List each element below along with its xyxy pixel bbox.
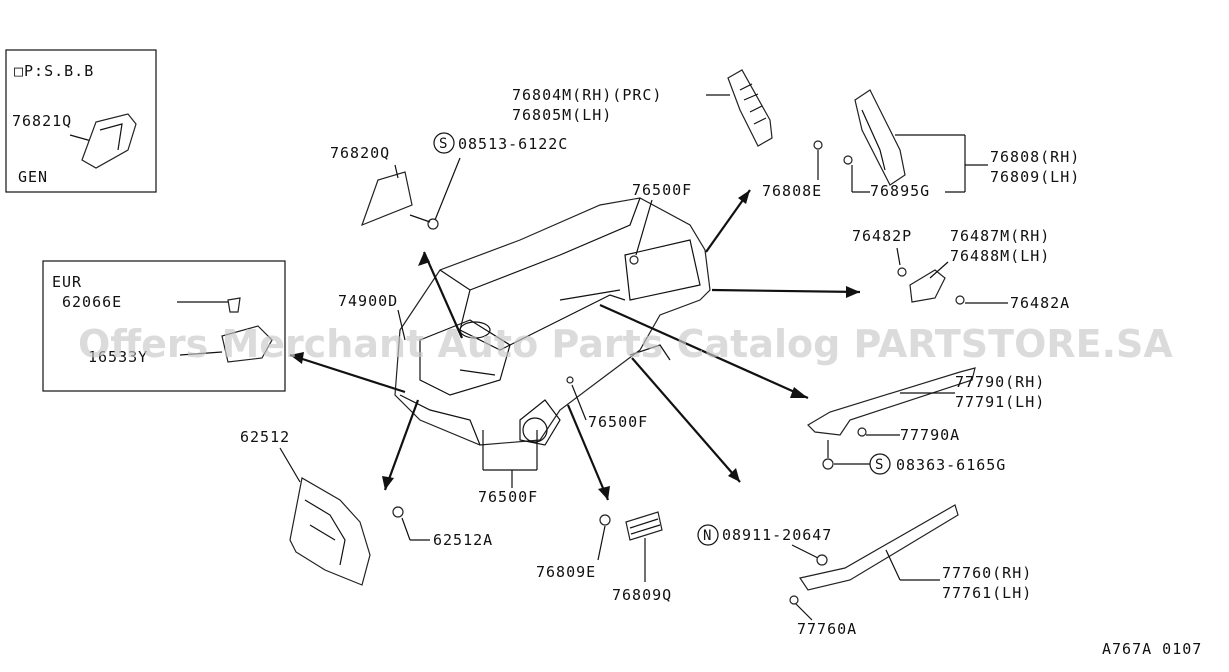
part-label-76820q[interactable]: 76820Q [330,144,390,162]
part-label-16533y[interactable]: 16533Y [88,348,148,366]
trim-panel-icon [727,69,773,147]
part-label-76482p[interactable]: 76482P [852,227,912,245]
part-label-76488m[interactable]: 76488M(LH) [950,247,1050,265]
clip-icon-76809e [599,514,611,526]
part-label-76805m[interactable]: 76805M(LH) [512,106,612,124]
inset-box-eur: EUR 62066E 16533Y [42,260,286,392]
inset-psbb-title: □P:S.B.B [14,62,94,80]
part-77790-group: 77790(RH) 77791(LH) 77790A S 08363-6165G [807,367,1045,475]
clip-icon-76482p [897,267,907,277]
part-label-76487m[interactable]: 76487M(RH) [950,227,1050,245]
clip-icon-mid [566,376,574,384]
part-label-76809e[interactable]: 76809E [536,563,596,581]
clip-icon-77760a [789,595,799,605]
watermark: Offers Merchant Auto Parts Catalog PARTS… [78,322,1173,366]
symbol-s-text: S [439,136,447,152]
part-label-76809[interactable]: 76809(LH) [990,168,1080,186]
part-label-76500f-mid[interactable]: 76500F [588,413,648,431]
rear-trim-icon [854,89,906,186]
mud-guard-icon [289,477,371,586]
part-label-76804m[interactable]: 76804M(RH)(PRC) [512,86,662,104]
symbol-n-08911 [697,524,719,546]
part-label-76895g[interactable]: 76895G [870,182,930,200]
part-label-76482a[interactable]: 76482A [1010,294,1070,312]
part-label-77760[interactable]: 77760(RH) [942,564,1032,582]
seal-icon [221,325,273,363]
symbol-s-text-2: S [875,457,883,473]
part-label-77790[interactable]: 77790(RH) [955,373,1045,391]
part-label-76500f-top[interactable]: 76500F [632,181,692,199]
part-label-76500f-bot[interactable]: 76500F [478,488,538,506]
symbol-s-08513 [433,132,455,154]
part-label-62512[interactable]: 62512 [240,428,290,446]
part-label-76808[interactable]: 76808(RH) [990,148,1080,166]
figure-code: A767A 0107 [1102,640,1202,658]
callout-arrows [289,189,861,501]
step-cover-icon [909,269,946,303]
clip-icon-77790a [857,427,867,437]
part-76804m-group: 76804M(RH)(PRC) 76805M(LH) [512,69,773,147]
part-label-77791[interactable]: 77791(LH) [955,393,1045,411]
part-label-76821q[interactable]: 76821Q [12,112,72,130]
part-77760-group: N 08911-20647 77760(RH) 77761(LH) 77760A [697,504,1032,638]
clip-icon-76482a [955,295,965,305]
part-label-74900d[interactable]: 74900D [338,292,398,310]
part-62512-group: 62512 62512A [240,428,493,586]
part-label-77760a[interactable]: 77760A [797,620,857,638]
screw-icon-62512a [392,506,404,518]
side-step-icon [807,367,976,436]
part-label-76809q[interactable]: 76809Q [612,586,672,604]
clip-icon [227,297,241,313]
part-label-08513[interactable]: 08513-6122C [458,135,568,153]
side-cover-icon [360,171,413,227]
clip-icon-76808e [813,140,823,150]
screw-icon-08911 [816,554,828,566]
part-76482-group: 76482P 76487M(RH) 76488M(LH) 76482A [852,227,1070,312]
screw-icon-08363 [822,458,834,470]
clip-icon-top [629,255,639,265]
part-label-76808e[interactable]: 76808E [762,182,822,200]
inset-psbb-note: GEN [18,168,48,186]
screw-icon [427,218,439,230]
part-label-62066e[interactable]: 62066E [62,293,122,311]
part-76820q-group: 76820Q S 08513-6122C [330,132,568,230]
part-label-77761[interactable]: 77761(LH) [942,584,1032,602]
part-label-08911[interactable]: 08911-20647 [722,526,832,544]
symbol-s-08363 [869,453,891,475]
lower-molding-icon [799,504,959,591]
symbol-n-text: N [703,528,711,544]
inset-box-psbb: □P:S.B.B 76821Q GEN [5,49,157,193]
clip-icon-76895g [843,155,853,165]
part-76808-group: 76808E 76895G 76808(RH) 76809(LH) [762,89,1080,200]
part-label-62512a[interactable]: 62512A [433,531,493,549]
inset-eur-title: EUR [52,273,82,291]
part-label-77790a[interactable]: 77790A [900,426,960,444]
mudguard-small-icon [81,113,137,169]
part-label-08363[interactable]: 08363-6165G [896,456,1006,474]
part-76809-group: 76809E 76809Q [536,511,672,604]
